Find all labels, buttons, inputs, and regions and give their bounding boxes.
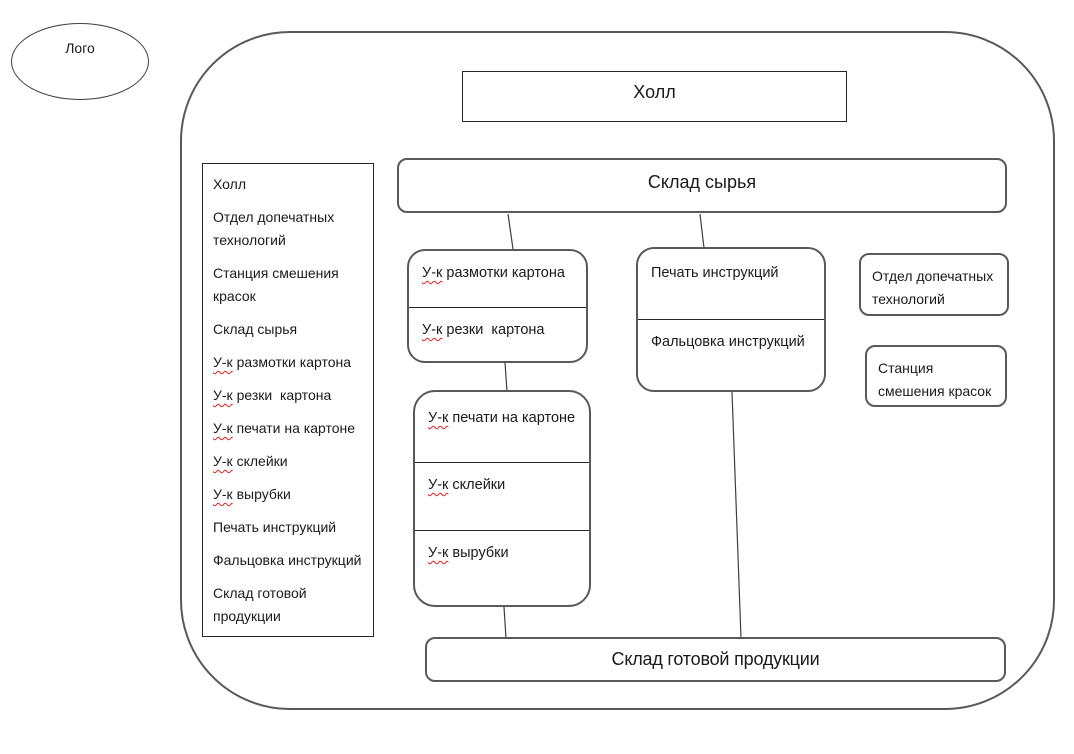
spellcheck-underline: У-к: [422, 322, 443, 338]
unit-section-label: У-к склейки: [415, 462, 589, 530]
unit-section-label: Печать инструкций: [651, 265, 779, 281]
list-item: У-к склейки: [213, 453, 288, 469]
connector-line: [503, 606, 507, 639]
hall-label: Холл: [633, 82, 676, 102]
list-item: У-к печати на картоне: [213, 420, 356, 436]
connector-line: [699, 213, 705, 249]
spellcheck-underline: У-к: [428, 410, 449, 426]
list-item: Печать инструкций: [213, 519, 337, 535]
list-item: Фальцовка инструкций: [213, 552, 362, 568]
list-item: Холл: [213, 176, 246, 192]
carton-finish-unit: У-к печати на картоне У-к склейки У-к вы…: [413, 390, 591, 607]
instructions-unit: Печать инструкций Фальцовка инструкций: [636, 247, 826, 392]
logo-label: Лого: [65, 40, 95, 56]
connector-line: [507, 213, 514, 250]
spellcheck-underline: У-к: [213, 387, 233, 403]
unit-section-label: Фальцовка инструкций: [638, 319, 824, 350]
list-item: Склад готовой продукции: [213, 585, 311, 624]
ink-mixing-station-room: Станция смешения красок: [865, 345, 1007, 407]
connector-line: [731, 391, 742, 639]
unit-section-label: У-к резки картона: [409, 307, 586, 338]
spellcheck-underline: У-к: [213, 420, 233, 436]
list-item: Отдел допечатных технологий: [213, 209, 339, 248]
unit-section-label: У-к вырубки: [415, 530, 589, 561]
list-item: Склад сырья: [213, 321, 298, 337]
spellcheck-underline: У-к: [213, 453, 233, 469]
connector-line: [504, 362, 508, 392]
building-outline: [180, 31, 1055, 710]
raw-materials-warehouse-label: Склад сырья: [647, 172, 757, 192]
spellcheck-underline: У-к: [422, 265, 443, 281]
finished-goods-warehouse-label: Склад готовой продукции: [611, 649, 820, 669]
spellcheck-underline: У-к: [428, 477, 449, 493]
finished-goods-warehouse: Склад готовой продукции: [425, 637, 1006, 682]
carton-prep-unit: У-к размотки картона У-к резки картона: [407, 249, 588, 363]
spellcheck-underline: У-к: [428, 545, 449, 561]
spellcheck-underline: У-к: [213, 354, 233, 370]
unit-section-label: У-к размотки картона: [422, 265, 565, 281]
spellcheck-underline: У-к: [213, 486, 233, 502]
list-item: У-к резки картона: [213, 387, 332, 403]
list-item: Станция смешения красок: [213, 265, 343, 304]
hall-room: Холл: [462, 71, 847, 122]
ink-mixing-station-label: Станция смешения красок: [878, 360, 992, 399]
prepress-dept-room: Отдел допечатных технологий: [859, 253, 1009, 316]
logo-ellipse: Лого: [11, 23, 149, 100]
raw-materials-warehouse: Склад сырья: [397, 158, 1007, 213]
list-item: У-к вырубки: [213, 486, 291, 502]
list-item: У-к размотки картона: [213, 354, 352, 370]
prepress-dept-label: Отдел допечатных технологий: [872, 268, 998, 307]
unit-section-label: У-к печати на картоне: [428, 410, 576, 426]
